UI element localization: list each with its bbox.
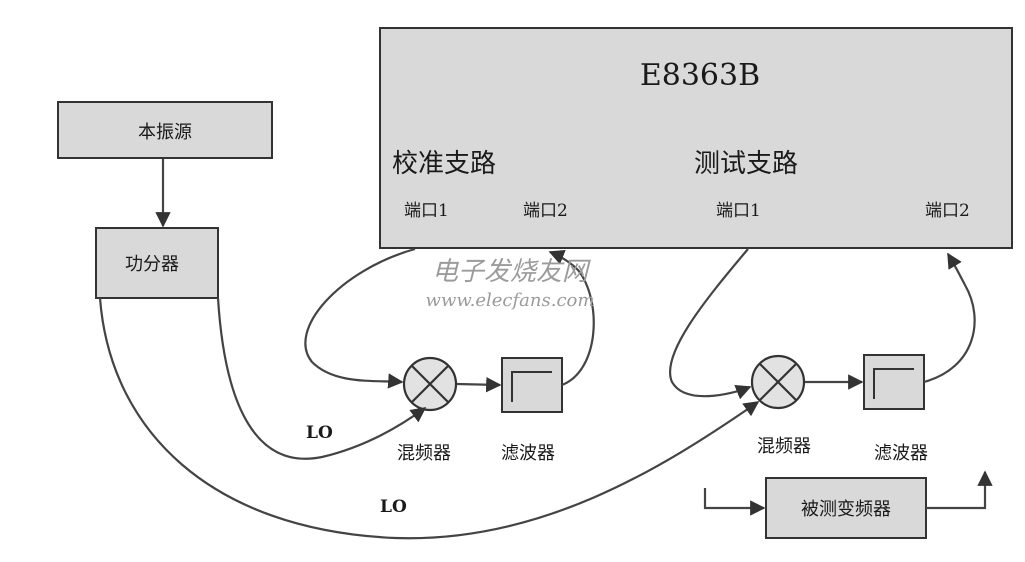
right-filter-icon: [873, 368, 914, 399]
dut-converter: 被测变频器: [765, 477, 927, 539]
left-mixer-x-icon: [411, 365, 449, 403]
power-splitter-box: [95, 227, 219, 299]
cal-port1-to-mixer-wire: [304, 247, 416, 389]
local-oscillator-label: 本振源: [138, 122, 192, 143]
network-analyzer: E8363B 校准支路 测试支路 端口1 端口2 端口1 端口2: [379, 27, 1013, 249]
left-filter-to-cal-port2-wire: [548, 250, 595, 387]
analyzer-model: E8363B: [640, 58, 760, 93]
right-mixer-label: 混频器: [757, 436, 811, 457]
right-filter-to-test-port2-wire: [923, 252, 976, 384]
left-filter-icon: [511, 371, 552, 402]
local-oscillator: 本振源: [57, 101, 273, 159]
watermark-cn: 电子发烧友网: [432, 257, 591, 287]
right-filter: 滤波器: [863, 354, 928, 464]
right-mixer: 混频器: [750, 354, 811, 457]
left-mixer-to-filter-wire: [456, 376, 502, 393]
left-mixer: 混频器: [397, 356, 458, 464]
splitter-lo-to-left-mixer-wire: [216, 297, 427, 460]
dut-output-arrow: [926, 470, 993, 510]
local-oscillator-box: [57, 101, 273, 159]
cal-port1-label: 端口1: [404, 201, 449, 221]
lo-label-right: LO: [380, 497, 407, 517]
lo-label-left: LO: [306, 423, 333, 443]
splitter-lo-to-right-mixer-wire: [98, 297, 760, 540]
cal-port2-label: 端口2: [523, 201, 568, 221]
left-filter-label: 滤波器: [501, 443, 555, 464]
right-filter-label: 滤波器: [874, 443, 928, 464]
test-port1-to-mixer-wire: [669, 248, 752, 400]
test-port1-label: 端口1: [716, 201, 761, 221]
left-mixer-label: 混频器: [397, 443, 451, 464]
power-splitter-label: 功分器: [125, 254, 179, 275]
left-filter: 滤波器: [501, 357, 563, 464]
calibration-path-label: 校准支路: [392, 149, 496, 179]
dut-input-arrow: [703, 488, 766, 516]
test-port2-label: 端口2: [925, 201, 970, 221]
test-path-label: 测试支路: [694, 149, 798, 179]
dut-converter-label: 被测变频器: [801, 499, 891, 520]
dut-converter-box: [765, 477, 927, 539]
power-splitter: 功分器: [95, 227, 219, 299]
watermark-url: www.elecfans.com: [426, 290, 595, 311]
right-mixer-x-icon: [759, 363, 797, 401]
analyzer-box: [379, 27, 1013, 249]
